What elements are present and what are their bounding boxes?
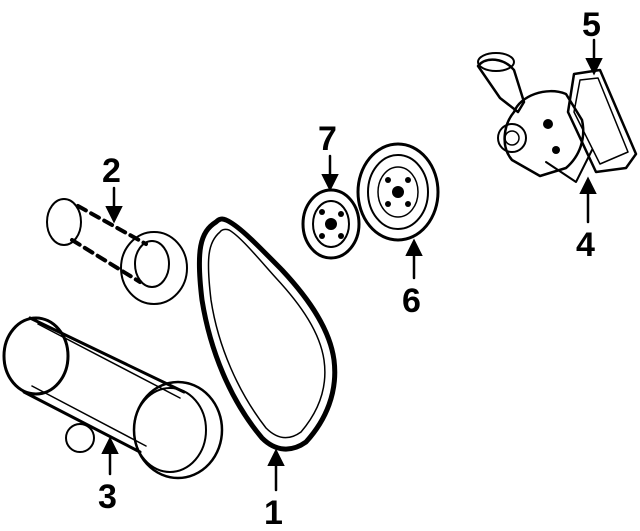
idler-pulley bbox=[46, 198, 188, 305]
callout-6: 6 bbox=[402, 282, 421, 320]
callout-7: 7 bbox=[318, 120, 337, 158]
callout-4: 4 bbox=[576, 226, 595, 264]
leader-arrows bbox=[101, 38, 603, 492]
callout-2: 2 bbox=[102, 152, 121, 190]
callout-5: 5 bbox=[582, 6, 601, 44]
drive-belt bbox=[196, 216, 338, 452]
water-pump-assembly bbox=[476, 52, 638, 183]
callout-3: 3 bbox=[98, 478, 117, 516]
tensioner-assembly bbox=[2, 316, 224, 480]
callout-labels: 1 2 3 4 5 6 7 bbox=[98, 6, 601, 531]
callout-1: 1 bbox=[264, 494, 283, 531]
crank-pulley bbox=[301, 188, 361, 260]
water-pump-pulley bbox=[356, 142, 440, 242]
